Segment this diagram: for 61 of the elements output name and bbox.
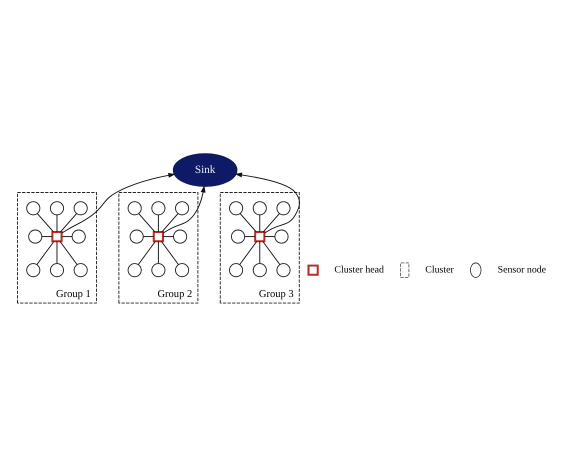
connector xyxy=(239,240,258,264)
node-circle xyxy=(50,262,64,277)
legend-label: Cluster head xyxy=(334,264,384,275)
node-circle xyxy=(175,200,190,215)
connector xyxy=(162,236,174,237)
node-circle xyxy=(128,200,142,215)
node-circle xyxy=(74,200,88,215)
cluster: Group 2 xyxy=(118,192,198,304)
connector xyxy=(36,212,54,232)
node-circle xyxy=(50,200,64,215)
node-circle xyxy=(130,229,144,244)
connector xyxy=(161,212,178,232)
connector xyxy=(56,240,58,264)
node-circle xyxy=(276,200,291,215)
node-circle xyxy=(274,229,289,244)
node-circle xyxy=(128,262,142,277)
node-circle xyxy=(28,229,42,244)
node-box xyxy=(51,230,63,242)
connector xyxy=(138,240,156,264)
connector xyxy=(259,214,260,232)
cluster: Group 3 xyxy=(220,192,300,304)
arrow xyxy=(61,172,176,234)
connector xyxy=(60,212,77,232)
connector xyxy=(138,212,156,232)
node-box xyxy=(254,230,266,242)
node-circle xyxy=(229,200,244,215)
node-circle xyxy=(72,229,86,244)
node-circle xyxy=(173,229,188,244)
node-box xyxy=(152,230,164,242)
connector xyxy=(60,240,78,264)
legend-label: Cluster xyxy=(425,264,454,275)
connector xyxy=(244,236,256,237)
connector xyxy=(262,240,280,264)
connector xyxy=(158,214,159,232)
connector xyxy=(41,236,53,237)
connector xyxy=(61,236,73,237)
connector xyxy=(240,212,257,232)
node-circle xyxy=(151,200,166,215)
node-circle xyxy=(175,262,190,277)
node-circle xyxy=(26,200,40,215)
arrow xyxy=(234,172,300,234)
connector xyxy=(160,240,179,264)
cluster: Group 1 xyxy=(17,192,97,304)
connector xyxy=(264,236,276,237)
node-circle xyxy=(231,229,246,244)
connector xyxy=(142,236,154,237)
node-circle xyxy=(276,262,291,277)
node-circle xyxy=(252,262,267,277)
node-ellipse: Sink xyxy=(172,152,238,186)
node-circle xyxy=(252,200,267,215)
node-circle xyxy=(229,262,244,277)
connector xyxy=(158,240,159,264)
connector xyxy=(56,214,58,232)
connector xyxy=(259,240,260,264)
arrow xyxy=(162,184,206,234)
connector xyxy=(36,240,54,264)
node-circle xyxy=(151,262,166,277)
legend-label: Sensor node xyxy=(498,264,546,275)
node-circle xyxy=(26,262,40,277)
connector xyxy=(262,212,280,232)
node-circle xyxy=(74,262,88,277)
